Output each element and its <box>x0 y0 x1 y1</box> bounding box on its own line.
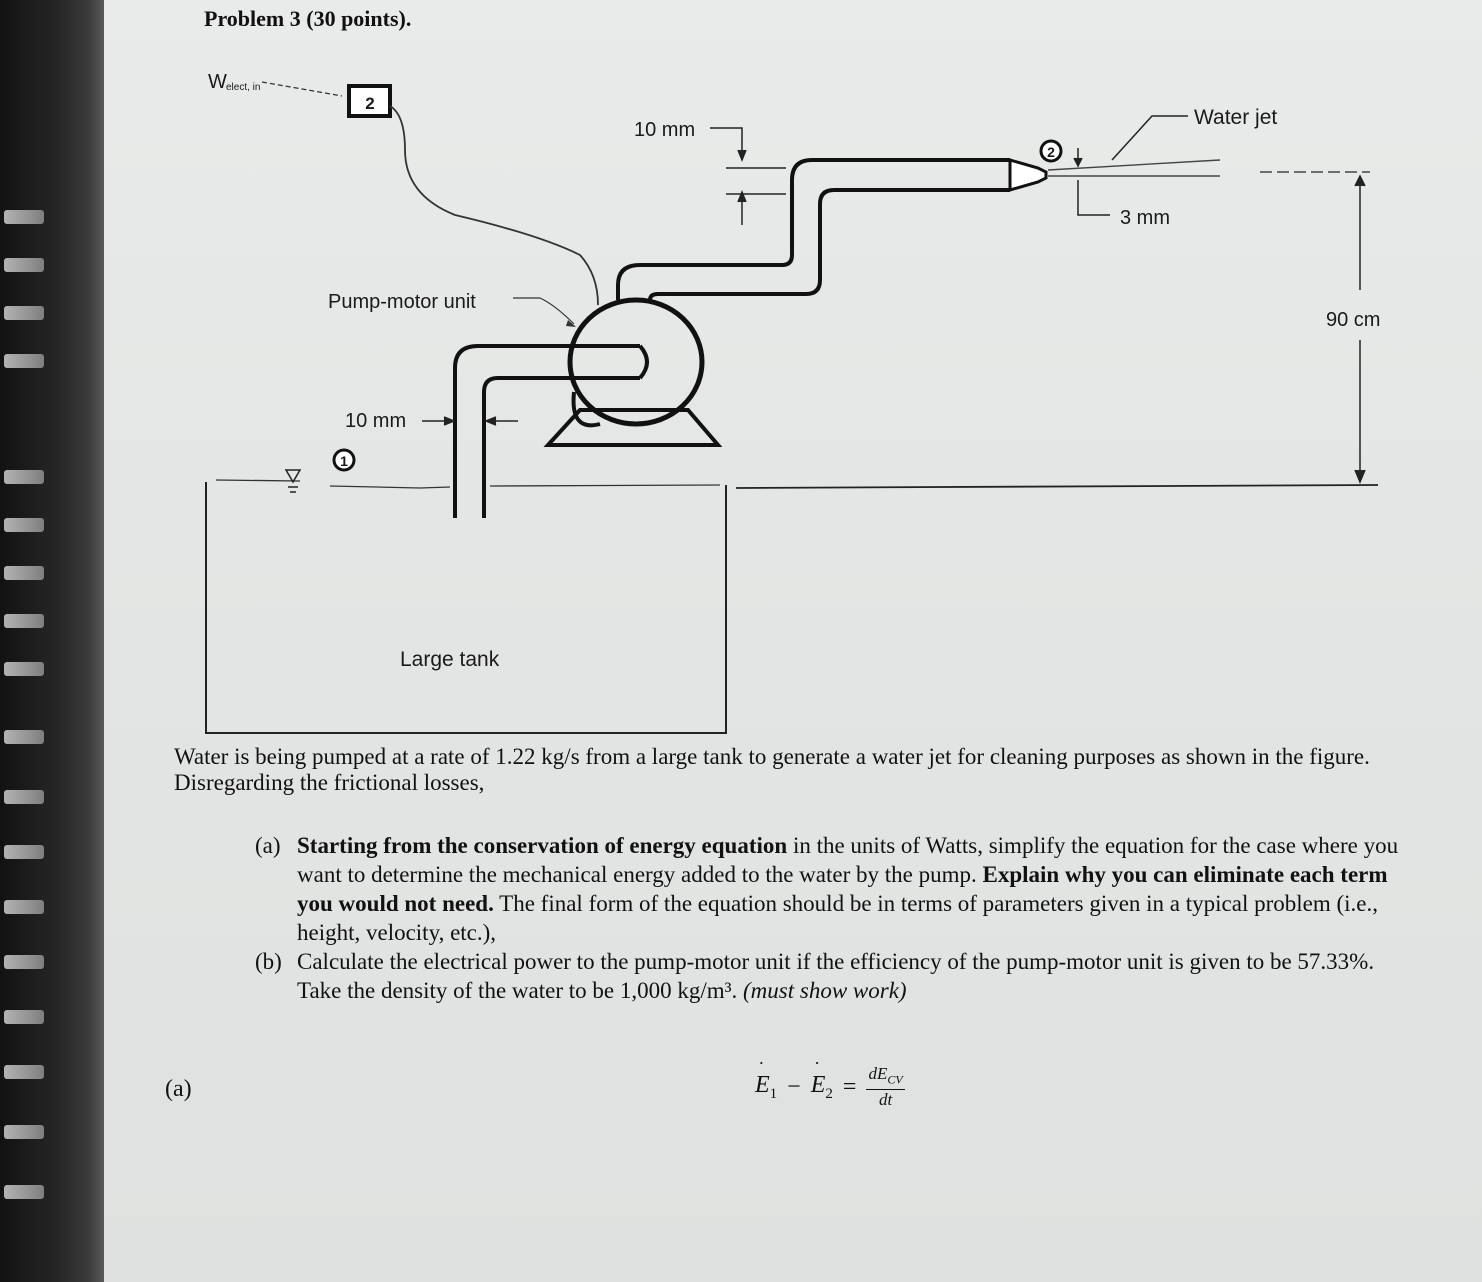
discharge-pipe <box>616 158 1010 301</box>
binder-ring <box>4 258 44 272</box>
binder-ring <box>4 1010 44 1024</box>
binder-ring <box>4 845 44 859</box>
part-b: (b) Calculate the electrical power to th… <box>255 947 1405 1005</box>
energy-rate-term-2: ˙E2 <box>810 1057 833 1102</box>
problem-statement: Water is being pumped at a rate of 1.22 … <box>174 744 1370 795</box>
ninety-cm-dimension <box>1354 174 1366 484</box>
water-jet-stream <box>1047 159 1370 177</box>
w-elect-in-label: W elect, in <box>208 71 260 93</box>
ten-mm-top-label: 10 mm <box>634 119 695 141</box>
answer-a-label: (a) <box>165 1076 192 1102</box>
binder-ring <box>4 1125 44 1139</box>
problem-parts: (a) Starting from the conservation of en… <box>255 831 1405 1005</box>
water-jet-label: Water jet <box>1194 106 1277 129</box>
point-2-marker: 2 <box>1039 139 1063 163</box>
pump-label-leader <box>513 297 575 325</box>
ninety-cm-label: 90 cm <box>1326 309 1380 331</box>
ten-mm-left-label: 10 mm <box>345 410 406 432</box>
svg-text:2: 2 <box>1047 144 1055 160</box>
binder-ring <box>4 614 44 628</box>
binder-ring <box>4 354 44 368</box>
nozzle <box>1008 158 1048 192</box>
part-b-label: (b) <box>255 949 282 974</box>
large-tank <box>205 479 1379 734</box>
point-1-marker: 1 <box>332 448 356 472</box>
dEcv-dt-fraction: dECV dt <box>866 1064 905 1110</box>
water-surface-symbol <box>284 469 302 493</box>
three-mm-dimension <box>1073 148 1110 216</box>
binder-ring <box>4 955 44 969</box>
minus-sign: − <box>787 1073 801 1100</box>
pump-body <box>543 297 723 447</box>
large-tank-label: Large tank <box>400 648 500 671</box>
svg-text:2: 2 <box>365 94 374 113</box>
wattmeter: 2 <box>347 84 392 118</box>
equals-sign: = <box>842 1073 857 1100</box>
binder-ring <box>4 470 44 484</box>
part-a-bold-1: Starting from the conservation of energy… <box>297 833 788 858</box>
part-a-label: (a) <box>255 833 281 858</box>
part-b-italic: (must show work) <box>743 978 907 1003</box>
part-a: (a) Starting from the conservation of en… <box>255 831 1405 947</box>
electric-cable <box>389 105 599 306</box>
binder-ring <box>4 566 44 580</box>
part-b-text: Calculate the electrical power to the pu… <box>297 949 1375 1003</box>
power-arrow <box>261 81 343 97</box>
part-a-text-1: in the units of Watts, simplify the equa… <box>297 833 1399 887</box>
water-jet-leader <box>1111 115 1188 161</box>
binder-ring <box>4 790 44 804</box>
binder-ring <box>4 900 44 914</box>
three-mm-label: 3 mm <box>1120 207 1170 229</box>
binder-ring <box>4 518 44 532</box>
binder-ring <box>4 1065 44 1079</box>
part-a-bold-2: Explain why you can eliminate each term … <box>297 862 1388 916</box>
binder-ring <box>4 1185 44 1199</box>
binder-spine <box>0 0 104 1282</box>
binder-ring <box>4 730 44 744</box>
ten-mm-top-dimension <box>710 127 786 225</box>
svg-text:1: 1 <box>340 453 348 469</box>
binder-ring <box>4 306 44 320</box>
svg-text:W: W <box>208 71 227 93</box>
binder-ring <box>4 210 44 224</box>
suction-pipe <box>453 344 649 518</box>
energy-equation: ˙E1 − ˙E2 = dECV dt <box>755 1057 905 1110</box>
part-a-text-2: The final form of the equation should be… <box>297 891 1379 945</box>
energy-rate-term-1: ˙E1 <box>755 1057 778 1102</box>
ten-mm-left-dimension <box>422 416 518 426</box>
pump-motor-unit-label: Pump-motor unit <box>328 291 476 313</box>
svg-text:elect, in: elect, in <box>226 82 260 93</box>
binder-ring <box>4 662 44 676</box>
problem-title: Problem 3 (30 points). <box>204 6 412 31</box>
